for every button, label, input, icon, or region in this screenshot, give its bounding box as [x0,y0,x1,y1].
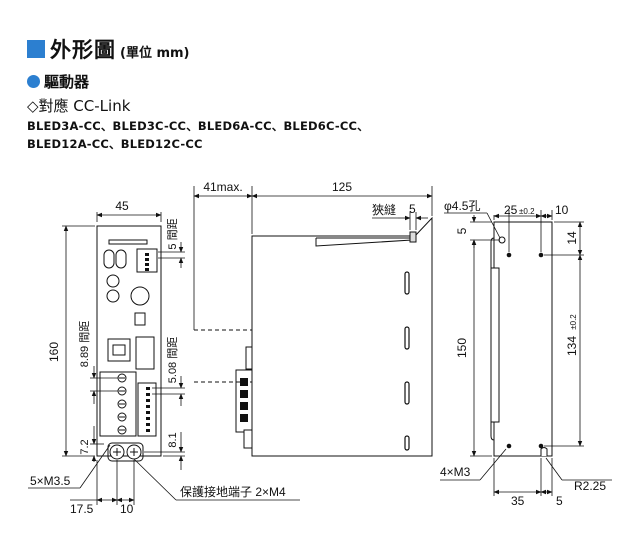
dim-height-label: 160 [47,342,61,362]
dim-134-label: 134 [565,336,579,356]
hole-label: φ4.5孔 [444,199,480,213]
ground-terminal-label: 保護接地端子 2×M4 [180,484,286,499]
front-view [96,225,162,462]
led-icon [103,249,115,269]
mount-hole-icon [538,443,544,449]
dim-150-label: 150 [455,338,469,358]
rotary-switch-icon [106,289,120,303]
pitch-5-label: 5 間距 [166,218,179,249]
dim-25-tolerance: ±0.2 [519,207,535,216]
mount-hole-icon [538,252,544,258]
dim-175-label: 17.5 [70,502,94,516]
back-view [490,221,553,457]
section-heading: 驅動器 [27,71,89,92]
dim-5-bottom-label: 5 [556,494,563,508]
dial-icon [130,286,150,306]
radius-label: R2.25 [574,479,606,493]
dim-14-label: 14 [565,231,579,245]
slit-dim-label: 5 [409,202,416,216]
side-labels: 41max. 125 狹縫 5 [203,180,416,217]
back-screw-label: 4×M3 [440,465,471,479]
dim-81-label: 8.1 [167,432,179,447]
pitch-889-label: 8.89 間距 [78,321,91,367]
pitch-508-label: 5.08 間距 [166,337,179,383]
depth-label: 125 [332,180,352,194]
section-title: 驅動器 [44,73,90,91]
dim-72-label: 7.2 [79,439,91,454]
mount-hole-icon [506,443,512,449]
model-list-line-2: BLED12A-CC、BLED12C-CC [27,137,203,151]
bullet-circle-icon [27,75,40,88]
side-dimensions [193,186,433,330]
dim-25-label: 25 [504,203,518,217]
header-square-icon [27,40,45,58]
back-dimensions [440,210,612,496]
dim-10-label: 10 [120,502,134,516]
front-labels: 45 160 5 間距 8.89 間距 5.08 間距 7.2 8.1 5×M3… [30,199,286,516]
side-view [194,216,433,457]
front-dimensions [28,212,300,505]
compat-label: ◇對應 CC-Link [27,97,131,115]
rotary-switch-icon [106,274,120,288]
dim-width-label: 45 [115,199,129,213]
screw-label: 5×M3.5 [30,474,71,488]
model-list-line-1: BLED3A-CC、BLED3C-CC、BLED6A-CC、BLED6C-CC、 [27,119,369,133]
slit-label: 狹縫 [372,202,396,217]
page-header: 外形圖 (單位 mm) [27,34,190,64]
dim-10-back-label: 10 [555,203,569,217]
dim-35-label: 35 [511,494,525,508]
unit-label: (單位 mm) [120,45,190,61]
dim-134-tolerance: ±0.2 [569,314,578,330]
back-labels: φ4.5孔 25 ±0.2 10 5 14 150 134 ±0.2 4×M3 … [440,199,606,508]
page-title: 外形圖 [50,38,116,62]
overhang-label: 41max. [203,180,242,194]
mount-hole-icon [506,252,512,258]
io-connector [137,382,157,437]
led-icon [115,249,127,269]
dim-5-left-label: 5 [455,227,469,234]
